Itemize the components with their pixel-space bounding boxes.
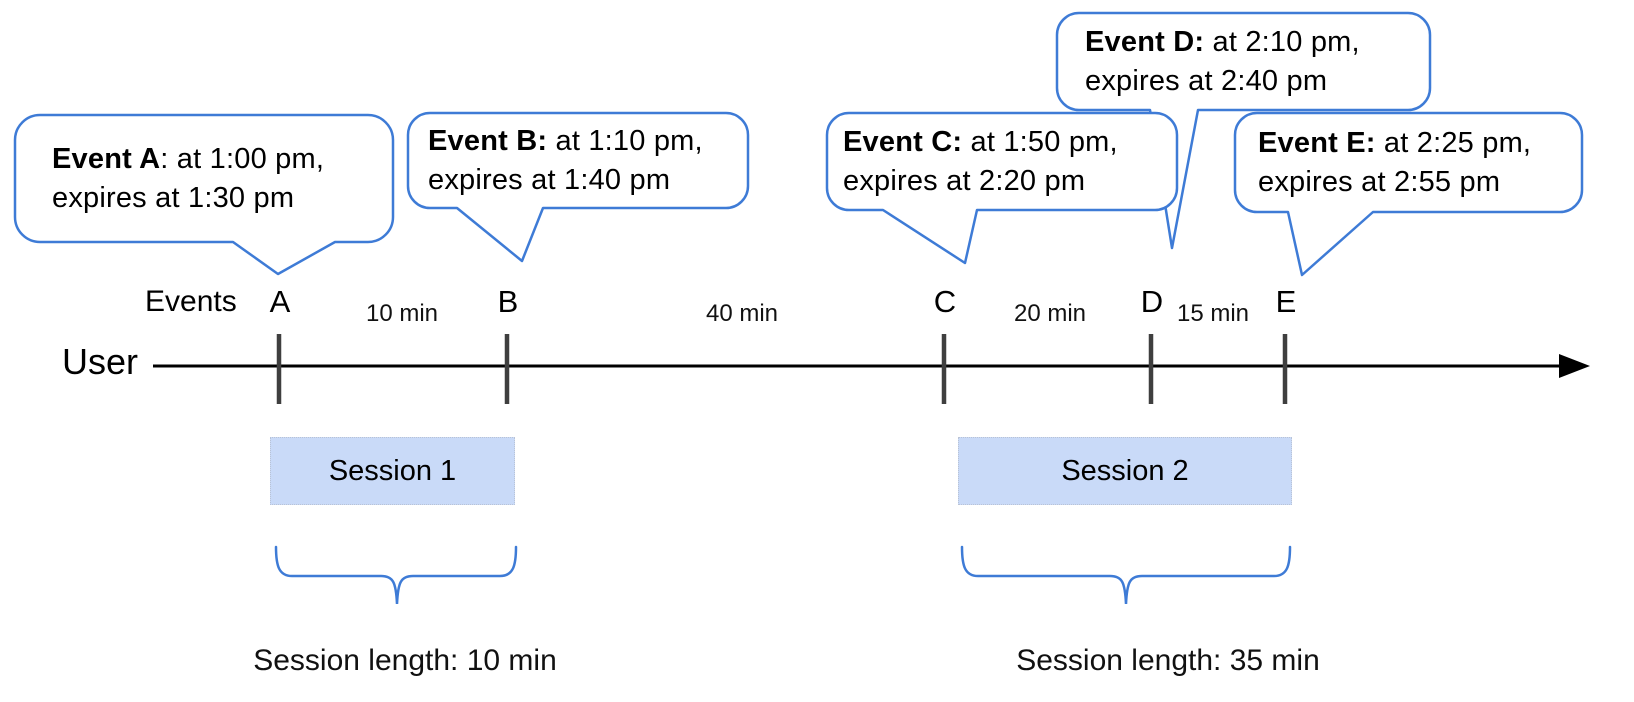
event-b-callout: Event B: at 1:10 pm, expires at 1:40 pm [408,113,748,208]
event-d-callout-title: Event D: [1085,25,1205,58]
callout-bubble-e [1233,111,1584,277]
event-b-callout-line1: Event B: at 1:10 pm, [428,124,703,157]
event-letter-e: E [1275,284,1297,319]
event-c-callout-line1: Event C: at 1:50 pm, [843,125,1118,158]
gap-label-a-b: 10 min [365,300,439,327]
gap-label-d-e: 15 min [1176,300,1250,327]
event-b-callout-title: Event B: [428,124,548,157]
event-letter-b: B [497,284,519,319]
session-1-box-label: Session 1 [328,454,457,487]
event-a-callout-title: Event A [52,142,161,175]
event-d-callout-line1: Event D: at 2:10 pm, [1085,25,1360,58]
event-a-callout-line2: expires at 1:30 pm [52,181,295,214]
event-e-callout-line2: expires at 2:55 pm [1258,165,1501,198]
timeline-arrowhead-icon [1559,354,1590,378]
event-b-callout-line2: expires at 1:40 pm [428,163,671,196]
callout-bubble-d [1055,11,1432,250]
event-d-callout-line2: expires at 2:40 pm [1085,64,1328,97]
session-1-brace [274,545,518,605]
session-1-length-label: Session length: 10 min [253,644,557,677]
events-axis-label: Events [145,285,237,318]
event-c-callout: Event C: at 1:50 pm, expires at 2:20 pm [827,113,1177,210]
session-2-brace [960,545,1292,605]
event-c-callout-title: Event C: [843,125,963,158]
event-a-callout: Event A: at 1:00 pm, expires at 1:30 pm [15,115,393,242]
session-2-box-label: Session 2 [1061,454,1189,487]
event-letter-a: A [269,284,291,319]
event-e-callout-line1: Event E: at 2:25 pm, [1258,126,1532,159]
callout-bubble-a [13,113,395,276]
session-1-box: Session 1 [270,437,515,505]
event-c-callout-line2: expires at 2:20 pm [843,164,1086,197]
callout-bubble-b [406,111,750,263]
event-e-callout-title: Event E: [1258,126,1376,159]
event-letter-c: C [933,284,957,319]
gap-label-c-d: 20 min [1013,300,1087,327]
event-letter-d: D [1140,284,1164,319]
session-2-length-label: Session length: 35 min [1016,644,1320,677]
callout-bubble-c [825,111,1179,265]
gap-label-b-c: 40 min [705,300,779,327]
event-a-callout-line1: Event A: at 1:00 pm, [52,142,325,175]
event-d-callout: Event D: at 2:10 pm, expires at 2:40 pm [1057,13,1430,110]
event-e-callout: Event E: at 2:25 pm, expires at 2:55 pm [1235,113,1582,212]
session-2-box: Session 2 [958,437,1292,505]
user-axis-label: User [62,341,139,382]
